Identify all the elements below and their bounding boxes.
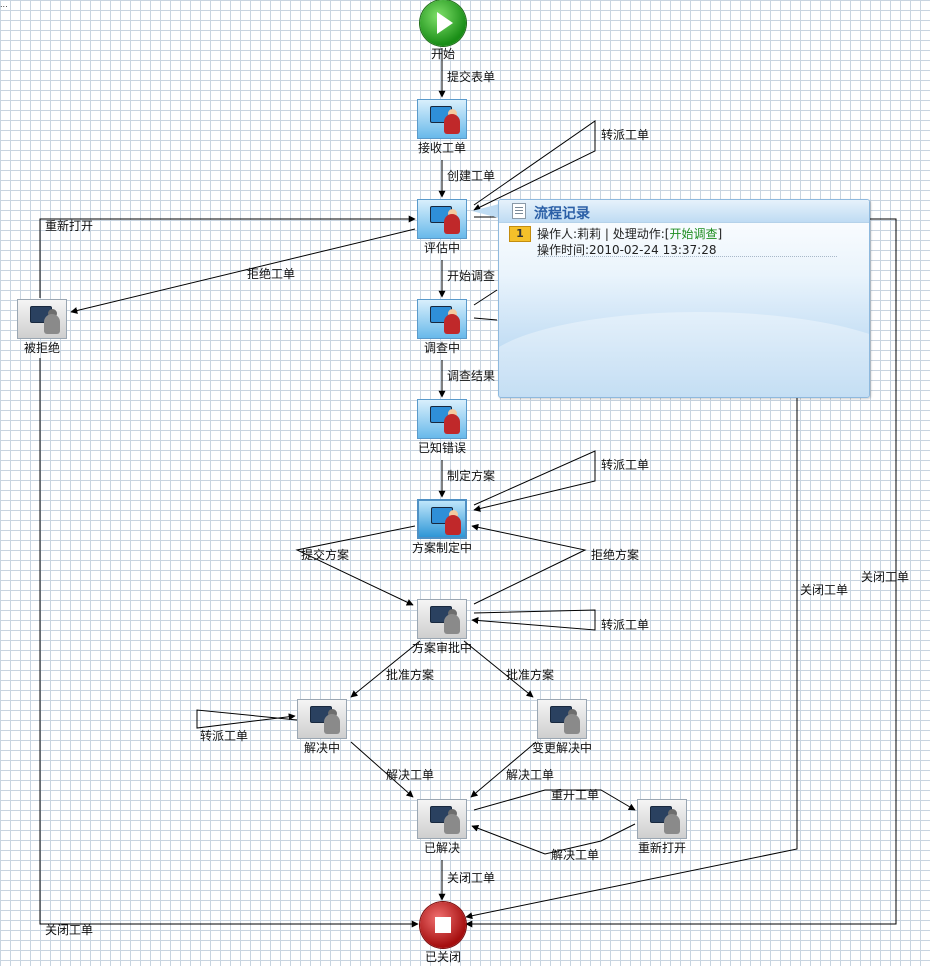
edge-label[interactable]: 解决工单 xyxy=(551,848,600,862)
edge-label[interactable]: 批准方案 xyxy=(506,668,555,682)
edge-label[interactable]: 解决工单 xyxy=(386,768,435,782)
connector-line[interactable] xyxy=(473,289,498,306)
edge-label[interactable]: 关闭工单 xyxy=(45,923,94,937)
node-resolved[interactable]: 已解决 xyxy=(417,799,467,855)
connector-line[interactable] xyxy=(70,228,416,314)
node-change-resolving[interactable]: 变更解决中 xyxy=(532,699,592,755)
user-computer-icon xyxy=(417,399,467,439)
corner-mark: ... xyxy=(0,0,8,9)
edge-label[interactable]: 关闭工单 xyxy=(447,871,496,885)
connector-line[interactable] xyxy=(471,523,587,605)
record-divider xyxy=(537,256,837,257)
connector-line[interactable] xyxy=(350,640,421,698)
connector-line[interactable] xyxy=(473,789,636,811)
user-computer-icon xyxy=(417,199,467,239)
connector-line[interactable] xyxy=(295,525,416,606)
node-label: 已知错误 xyxy=(417,441,466,455)
user-computer-icon xyxy=(637,799,687,839)
edge-label[interactable]: 批准方案 xyxy=(386,668,435,682)
connector-line[interactable] xyxy=(39,358,419,928)
edge-label[interactable]: 重新打开 xyxy=(45,219,94,233)
node-approving[interactable]: 方案审批中 xyxy=(412,599,472,655)
node-label: 重新打开 xyxy=(637,841,686,855)
node-label: 方案制定中 xyxy=(411,541,472,555)
edge-label[interactable]: 转派工单 xyxy=(601,458,650,472)
node-planning[interactable]: 方案制定中 xyxy=(412,499,472,555)
node-label: 变更解决中 xyxy=(531,741,592,755)
connector-line[interactable] xyxy=(473,120,596,211)
stop-icon xyxy=(420,902,466,948)
user-computer-icon xyxy=(297,699,347,739)
edge-label[interactable]: 拒绝方案 xyxy=(591,548,640,562)
edge-label[interactable]: 转派工单 xyxy=(601,618,650,632)
popup-pointer xyxy=(472,204,499,218)
node-label: 评估中 xyxy=(423,241,460,255)
edge-label[interactable]: 制定方案 xyxy=(447,469,496,483)
record-operator-line: 操作人:莉莉 | 处理动作:[开始调查] xyxy=(537,225,722,242)
node-label: 解决中 xyxy=(303,741,340,755)
record-index-badge: 1 xyxy=(509,226,531,242)
user-computer-icon xyxy=(417,799,467,839)
record-operator: 操作人:莉莉 | 处理动作:[ xyxy=(537,227,670,241)
edge-label[interactable]: 关闭工单 xyxy=(861,570,910,584)
start-label: 开始 xyxy=(430,47,455,61)
popup-decoration xyxy=(499,312,869,397)
edge-label[interactable]: 重开工单 xyxy=(551,788,600,802)
record-action: 开始调查 xyxy=(669,227,718,241)
connector-line[interactable] xyxy=(196,709,298,729)
record-action-close: ] xyxy=(717,227,723,241)
connector-line[interactable] xyxy=(471,609,596,631)
play-icon xyxy=(420,0,466,46)
connector-line[interactable] xyxy=(463,640,534,698)
edge-label[interactable]: 关闭工单 xyxy=(800,583,849,597)
process-record-popup[interactable]: 流程记录 1 操作人:莉莉 | 处理动作:[开始调查] 操作时间:2010-02… xyxy=(498,199,870,398)
end-node[interactable]: 已关闭 xyxy=(420,902,466,964)
connector-line[interactable] xyxy=(465,218,897,928)
connector-line[interactable] xyxy=(471,823,636,855)
connector-line[interactable] xyxy=(473,450,596,512)
record-time: 操作时间:2010-02-24 13:37:28 xyxy=(537,243,717,257)
node-investigate[interactable]: 调查中 xyxy=(417,299,467,355)
node-label: 接收工单 xyxy=(417,141,466,155)
edge-label[interactable]: 提交表单 xyxy=(447,70,496,84)
edge-label[interactable]: 提交方案 xyxy=(301,548,350,562)
edge-label[interactable]: 转派工单 xyxy=(200,729,249,743)
user-computer-icon xyxy=(537,699,587,739)
end-label: 已关闭 xyxy=(424,950,461,964)
user-computer-icon xyxy=(417,99,467,139)
node-evaluate[interactable]: 评估中 xyxy=(417,199,467,255)
edge-label[interactable]: 解决工单 xyxy=(506,768,555,782)
user-computer-icon xyxy=(417,599,467,639)
edge-label[interactable]: 调查结果 xyxy=(447,369,496,383)
node-label: 调查中 xyxy=(423,341,460,355)
node-known-error[interactable]: 已知错误 xyxy=(417,399,467,455)
user-computer-icon xyxy=(417,499,467,539)
node-rejected[interactable]: 被拒绝 xyxy=(17,299,67,355)
popup-title: 流程记录 xyxy=(534,206,590,222)
user-computer-icon xyxy=(417,299,467,339)
node-label: 被拒绝 xyxy=(23,341,60,355)
connector-line[interactable] xyxy=(350,741,414,798)
connector-line[interactable] xyxy=(473,317,498,321)
user-computer-icon xyxy=(17,299,67,339)
note-icon xyxy=(512,203,526,219)
edge-label[interactable]: 转派工单 xyxy=(601,128,650,142)
popup-header: 流程记录 xyxy=(499,200,869,223)
node-label: 方案审批中 xyxy=(411,641,472,655)
start-node[interactable]: 开始 xyxy=(420,0,466,61)
edge-label[interactable]: 创建工单 xyxy=(447,169,496,183)
node-resolving[interactable]: 解决中 xyxy=(297,699,347,755)
connector-line[interactable] xyxy=(470,741,537,798)
edge-label[interactable]: 拒绝工单 xyxy=(247,267,296,281)
node-receive[interactable]: 接收工单 xyxy=(417,99,467,155)
connector-line[interactable] xyxy=(465,398,798,920)
connector-line[interactable] xyxy=(39,215,416,298)
node-reopen[interactable]: 重新打开 xyxy=(637,799,687,855)
edge-label[interactable]: 开始调查 xyxy=(447,269,496,283)
node-label: 已解决 xyxy=(423,841,460,855)
